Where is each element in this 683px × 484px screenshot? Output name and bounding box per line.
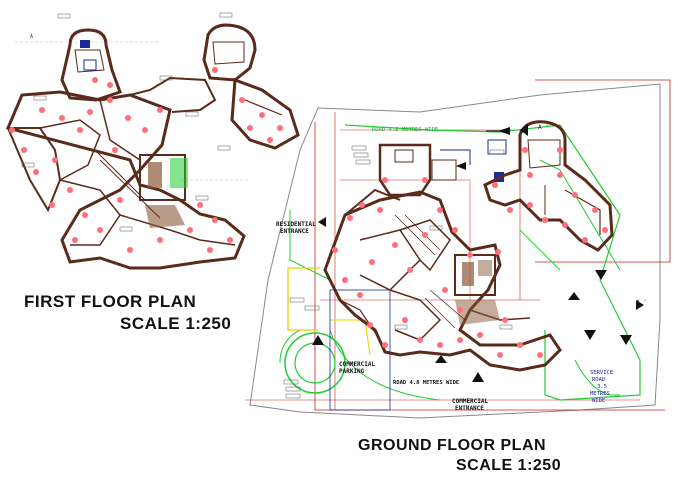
gf-tower-right <box>483 120 614 252</box>
service-road-label-5: WIDE <box>592 398 605 404</box>
gf-main-building <box>323 190 562 372</box>
direction-arrows <box>312 124 644 382</box>
ground-floor-title: GROUND FLOOR PLAN <box>358 437 547 454</box>
residential-entrance-label-2: ENTRANCE <box>280 228 309 235</box>
service-road-label-4: METRES <box>590 391 610 397</box>
section-mark-a-top: A ' <box>538 124 549 131</box>
road-label-bottom: ROAD 4.8 METRES WIDE <box>393 380 459 386</box>
commercial-parking-label-2: PARKING <box>339 368 365 375</box>
site-boundary <box>249 83 661 419</box>
pathway <box>344 124 641 401</box>
service-road-label-3: 3.5 <box>597 384 607 390</box>
section-mark-a: A <box>30 34 33 40</box>
residential-entrance-label-1: RESIDENTIAL <box>276 221 316 228</box>
ff-main-wing <box>5 90 246 270</box>
commercial-entrance-label-2: ENTRANCE <box>455 405 484 412</box>
service-road-label-1: SERVICE <box>590 370 613 376</box>
gf-columns <box>332 147 608 358</box>
first-floor-title: FIRST FLOOR PLAN <box>24 292 197 311</box>
first-floor-scale: SCALE 1:250 <box>120 314 232 333</box>
section-mark-a-right: A ' <box>636 299 647 306</box>
ff-wing-right <box>230 77 300 150</box>
ff-columns <box>9 67 283 253</box>
ff-tower-left <box>60 28 122 102</box>
commercial-entrance-label-1: COMMERCIAL <box>452 398 489 405</box>
ramp-circle <box>284 332 346 394</box>
service-road-label-2: ROAD <box>592 377 605 383</box>
first-floor-plan: A <box>5 12 300 270</box>
ff-tower-right <box>202 23 257 82</box>
ground-floor-scale: SCALE 1:250 <box>456 457 562 474</box>
road-label-top: ROAD 4.8 METRES WIDE <box>372 127 438 133</box>
ground-floor-plan: A ' A ' ROAD 4.8 METRES WIDE ROAD 4.8 ME… <box>245 79 671 419</box>
commercial-parking-label-1: COMMERCIAL <box>339 361 376 368</box>
